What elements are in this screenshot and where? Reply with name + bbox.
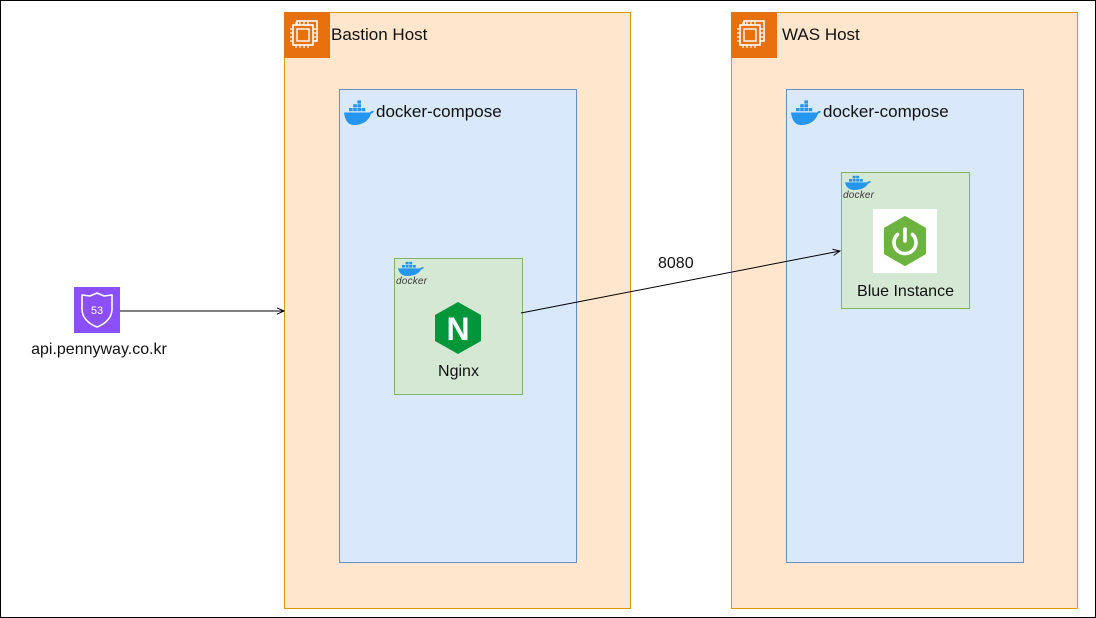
blue-instance-container[interactable]: docker Blue Instance <box>841 172 970 309</box>
edge-port-label: 8080 <box>658 255 694 272</box>
route53-badge-text: 53 <box>91 305 103 317</box>
was-compose-title: docker-compose <box>823 102 949 121</box>
docker-mini-icon: docker <box>843 174 877 201</box>
nginx-container[interactable]: docker N Nginx <box>394 258 523 395</box>
docker-whale-icon <box>790 100 822 133</box>
edge-nginx-to-blue-instance <box>520 251 840 314</box>
docker-label: docker <box>843 190 875 201</box>
was-docker-compose-group[interactable]: docker-compose docker <box>786 89 1024 563</box>
bastion-host-title: Bastion Host <box>331 25 428 44</box>
was-host-group[interactable]: WAS Host docker-compose <box>731 12 1078 609</box>
spring-boot-logo-icon <box>873 209 937 273</box>
ec2-instance-icon <box>731 12 777 58</box>
was-host-title: WAS Host <box>782 25 860 44</box>
bastion-host-group[interactable]: Bastion Host docker-compose <box>284 12 631 609</box>
bastion-compose-title: docker-compose <box>376 102 502 121</box>
bastion-docker-compose-group[interactable]: docker-compose docker <box>339 89 577 563</box>
docker-whale-icon <box>343 100 375 133</box>
blue-instance-service-label: Blue Instance <box>857 283 954 300</box>
docker-label: docker <box>396 276 428 287</box>
nginx-logo-letter: N <box>446 311 469 347</box>
nginx-logo-icon: N <box>432 301 484 355</box>
docker-mini-icon: docker <box>396 260 430 287</box>
nginx-service-label: Nginx <box>438 363 479 380</box>
ec2-instance-icon <box>284 12 330 58</box>
route53-domain-label: api.pennyway.co.kr <box>31 341 167 358</box>
route53-hosted-zone-icon[interactable]: 53 <box>74 287 120 333</box>
